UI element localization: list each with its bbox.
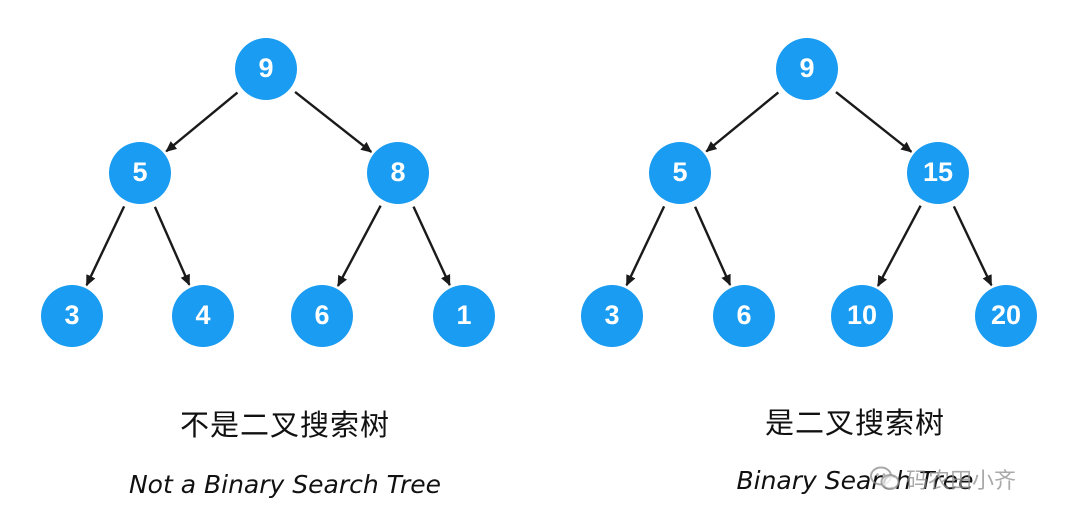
watermark-text: 码农田小齐 bbox=[906, 469, 1017, 494]
node-circle bbox=[831, 285, 893, 347]
node-circle bbox=[41, 285, 103, 347]
right-tree-node-1: 5 bbox=[649, 142, 711, 204]
node-circle bbox=[649, 142, 711, 204]
left-tree-node-0: 9 bbox=[235, 38, 297, 100]
left-tree-edge-1 bbox=[294, 90, 373, 153]
right-caption-chinese: 是二叉搜索树 bbox=[764, 406, 945, 440]
right-tree-edge-3 bbox=[694, 206, 732, 286]
left-tree-node-2: 8 bbox=[367, 142, 429, 204]
right-tree-edge-1 bbox=[835, 91, 913, 153]
left-tree-edge-0 bbox=[165, 91, 239, 153]
node-circle bbox=[109, 142, 171, 204]
left-tree-node-6: 1 bbox=[433, 285, 495, 347]
node-label: 8 bbox=[390, 157, 405, 187]
right-tree-edge-0 bbox=[705, 91, 780, 153]
node-circle bbox=[433, 285, 495, 347]
left-tree-edge-2 bbox=[85, 205, 126, 287]
node-circle bbox=[367, 142, 429, 204]
left-tree-edge-4 bbox=[336, 205, 382, 287]
node-label: 20 bbox=[991, 300, 1021, 330]
node-circle bbox=[907, 142, 969, 204]
node-label: 6 bbox=[314, 300, 329, 330]
node-label: 5 bbox=[132, 157, 147, 187]
right-caption-english: Binary Search Tree bbox=[736, 466, 974, 495]
node-label: 9 bbox=[258, 53, 273, 83]
left-tree-node-3: 3 bbox=[41, 285, 103, 347]
left-caption-chinese: 不是二叉搜索树 bbox=[179, 408, 390, 442]
left-tree-node-4: 4 bbox=[172, 285, 234, 347]
right-tree-edge-2 bbox=[625, 205, 666, 287]
node-label: 4 bbox=[195, 300, 210, 330]
left-tree-edge-5 bbox=[412, 206, 451, 287]
left-tree-edge-3 bbox=[153, 206, 191, 286]
right-tree-node-3: 3 bbox=[581, 285, 643, 347]
node-circle bbox=[776, 38, 838, 100]
right-tree-node-5: 10 bbox=[831, 285, 893, 347]
node-label: 15 bbox=[923, 157, 953, 187]
node-circle bbox=[581, 285, 643, 347]
node-label: 9 bbox=[799, 53, 814, 83]
node-label: 3 bbox=[604, 300, 619, 330]
left-tree-node-5: 6 bbox=[291, 285, 353, 347]
node-label: 10 bbox=[847, 300, 877, 330]
right-tree-node-0: 9 bbox=[776, 38, 838, 100]
right-tree-edge-4 bbox=[876, 205, 922, 287]
wechat-icon bbox=[870, 466, 900, 490]
node-label: 5 bbox=[672, 157, 687, 187]
watermark: 码农田小齐 bbox=[870, 463, 1016, 495]
edges-layer bbox=[85, 90, 993, 287]
left-tree-node-1: 5 bbox=[109, 142, 171, 204]
node-circle bbox=[172, 285, 234, 347]
node-circle bbox=[235, 38, 297, 100]
node-circle bbox=[975, 285, 1037, 347]
nodes-layer: 9 5 8 3 4 6 1 9 5 15 3 6 10 20 bbox=[41, 38, 1037, 347]
node-label: 6 bbox=[736, 300, 751, 330]
left-caption-english: Not a Binary Search Tree bbox=[128, 470, 442, 499]
node-circle bbox=[291, 285, 353, 347]
right-tree-edge-5 bbox=[952, 205, 993, 287]
node-circle bbox=[713, 285, 775, 347]
node-label: 3 bbox=[64, 300, 79, 330]
right-tree-node-2: 15 bbox=[907, 142, 969, 204]
right-tree-node-6: 20 bbox=[975, 285, 1037, 347]
right-tree-node-4: 6 bbox=[713, 285, 775, 347]
node-label: 1 bbox=[456, 300, 471, 330]
